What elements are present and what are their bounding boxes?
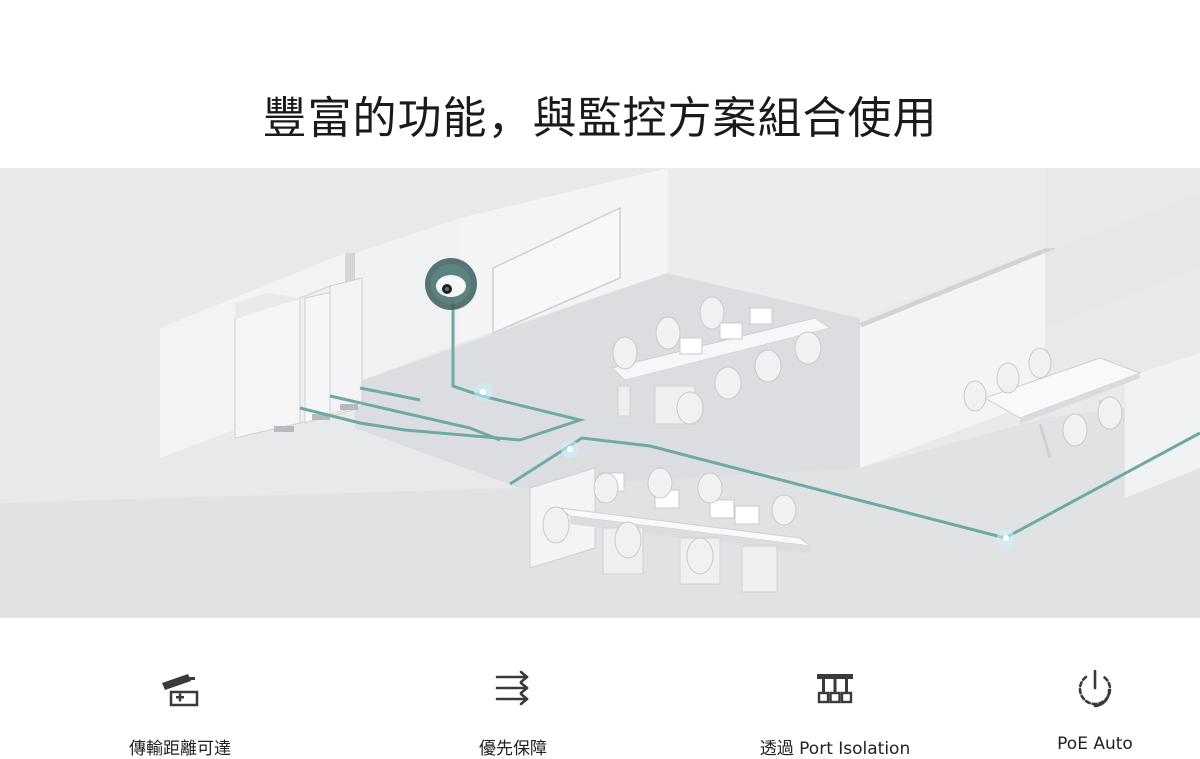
dome-camera xyxy=(425,258,477,310)
back-wall-left xyxy=(355,218,460,383)
feature-port-isolation: 透過 Port Isolation xyxy=(705,668,965,759)
camera-distance-icon xyxy=(162,674,199,707)
meeting-room-wall xyxy=(860,253,1045,468)
page-title: 豐富的功能，與監控方案組合使用 xyxy=(262,93,938,145)
priority-arrows-icon xyxy=(495,670,529,706)
whiteboard xyxy=(492,206,621,335)
feature-transmission-distance: 傳輸距離可達 xyxy=(50,668,310,759)
meeting-table xyxy=(963,347,1142,459)
feature-label: 透過 Port Isolation xyxy=(759,739,911,759)
feature-poe-auto: PoE Auto xyxy=(965,668,1200,754)
feature-label: 傳輸距離可達 xyxy=(129,739,231,759)
feature-list: 傳輸距離可達 優先保障 透過 Port Isolation xyxy=(0,668,1200,759)
server-racks xyxy=(234,277,363,439)
power-icon xyxy=(1078,669,1112,708)
feature-label: PoE Auto xyxy=(1057,734,1133,754)
floor-area xyxy=(0,398,1200,618)
office-desks-upper xyxy=(610,296,832,425)
office-scene-svg xyxy=(0,168,1200,618)
port-isolation-icon xyxy=(817,674,853,704)
network-nodes xyxy=(474,383,1015,547)
office-desks-lower xyxy=(529,467,812,593)
feature-label: 優先保障 xyxy=(479,739,547,759)
feature-priority: 優先保障 xyxy=(383,668,643,759)
office-network-illustration xyxy=(0,168,1200,618)
